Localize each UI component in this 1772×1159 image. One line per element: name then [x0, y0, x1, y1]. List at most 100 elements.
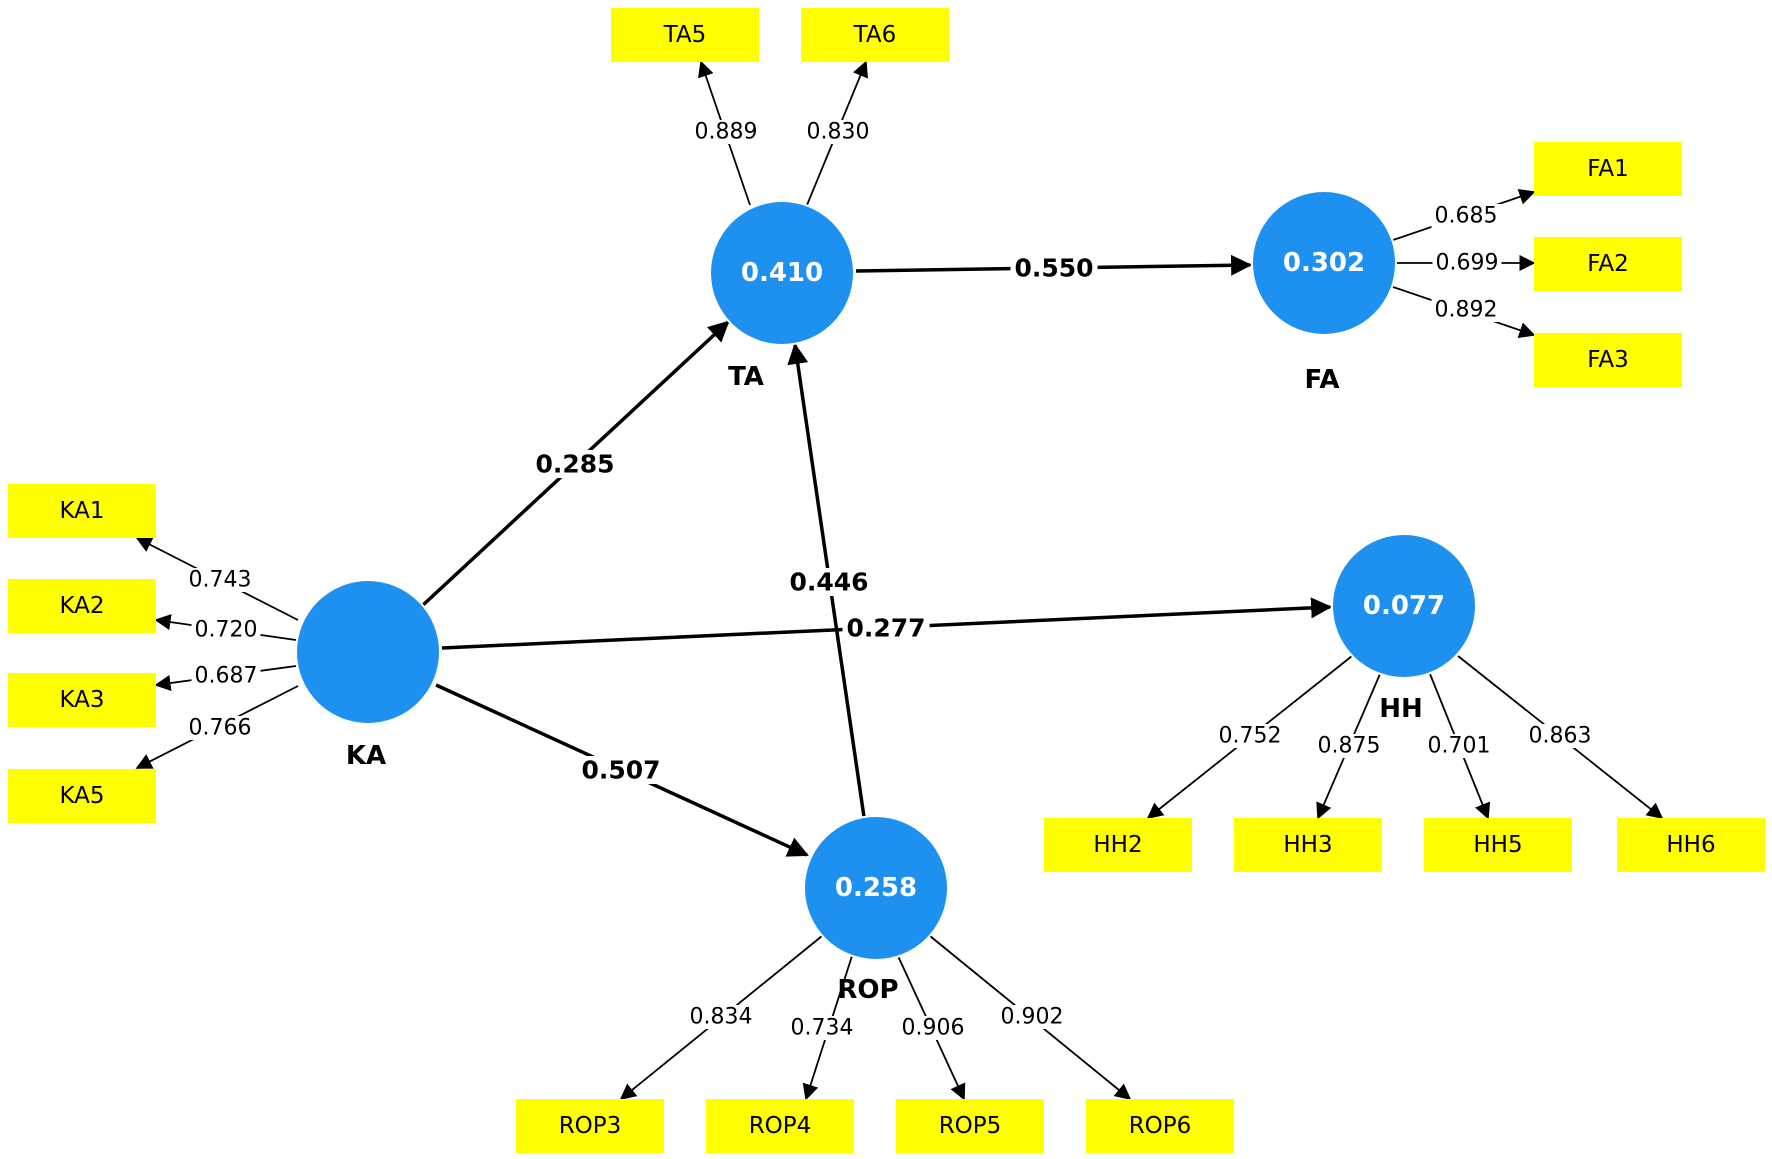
loading-value-ka2-group: 0.720 — [191, 618, 261, 643]
loading-value-ka5-background — [185, 716, 255, 740]
indicator-label: KA2 — [59, 593, 104, 619]
loading-value-ta5-group: 0.889 — [691, 120, 761, 145]
construct-name: KA — [346, 741, 386, 771]
path-coef-ka-ta-background — [531, 450, 619, 478]
loading-value-ka3-group: 0.687 — [191, 664, 261, 689]
construct-r-squared: 0.258 — [835, 873, 917, 903]
path-coef-ka-ta-group: 0.285 — [531, 450, 619, 479]
construct-r-squared: 0.410 — [741, 258, 823, 288]
indicator-box — [8, 579, 156, 633]
indicator-rop6: ROP6 — [1086, 1099, 1234, 1153]
loading-value-fa2-background — [1432, 251, 1502, 275]
indicator-ka2: KA2 — [8, 579, 156, 633]
indicator-box — [8, 484, 156, 538]
indicator-label: HH3 — [1283, 832, 1332, 858]
indicator-label: FA3 — [1587, 347, 1629, 373]
indicator-box — [1534, 142, 1682, 196]
loading-value-hh5-group: 0.701 — [1424, 734, 1494, 759]
loading-value-rop6-group: 0.902 — [997, 1005, 1067, 1030]
construct-circle — [709, 200, 855, 346]
loading-value-rop6-background — [997, 1005, 1067, 1029]
construct-name: HH — [1379, 694, 1423, 724]
loading-value-hh6-group: 0.863 — [1525, 724, 1595, 749]
indicator-fa2: FA2 — [1534, 237, 1682, 291]
construct-name: ROP — [837, 975, 898, 1005]
loading-value-fa3-background — [1431, 298, 1501, 322]
indicator-ta6: TA6 — [801, 8, 949, 62]
path-coef-ta-fa-group: 0.550 — [1010, 254, 1098, 283]
indicator-hh2: HH2 — [1044, 818, 1192, 872]
indicator-ka5: KA5 — [8, 769, 156, 823]
indicator-label: TA6 — [853, 22, 897, 48]
indicator-rop4: ROP4 — [706, 1099, 854, 1153]
loading-value-hh3-background — [1314, 734, 1384, 758]
loading-value-hh6: 0.863 — [1529, 724, 1592, 749]
indicator-box — [1234, 818, 1382, 872]
loading-value-rop6: 0.902 — [1001, 1005, 1064, 1030]
path-coef-ta-fa-background — [1010, 254, 1098, 282]
path-coef-ka-rop: 0.507 — [581, 756, 660, 785]
loading-value-ka5: 0.766 — [189, 716, 252, 741]
path-coef-ka-rop-group: 0.507 — [577, 756, 665, 785]
loading-value-rop5-background — [898, 1016, 968, 1040]
loading-value-ta5-background — [691, 120, 761, 144]
indicator-label: HH2 — [1093, 832, 1142, 858]
indicator-label: KA5 — [59, 783, 104, 809]
loading-value-hh3: 0.875 — [1318, 734, 1381, 759]
construct-r-squared: 0.077 — [1363, 591, 1445, 621]
indicator-box — [1617, 818, 1765, 872]
path-coef-ka-hh: 0.277 — [846, 614, 925, 643]
path-coef-ka-rop-background — [577, 756, 665, 784]
construct-circle — [1251, 190, 1397, 336]
loading-value-hh5: 0.701 — [1428, 734, 1491, 759]
loading-value-ka3: 0.687 — [195, 664, 258, 689]
loading-value-rop5: 0.906 — [902, 1016, 965, 1041]
loading-value-rop4: 0.734 — [791, 1016, 854, 1041]
construct-name: TA — [728, 362, 764, 392]
indicator-fa1: FA1 — [1534, 142, 1682, 196]
loading-value-ka1-background — [185, 568, 255, 592]
indicator-ka1: KA1 — [8, 484, 156, 538]
indicator-hh6: HH6 — [1617, 818, 1765, 872]
construct-r-squared: 0.302 — [1283, 248, 1365, 278]
loading-value-rop5-group: 0.906 — [898, 1016, 968, 1041]
construct-circle — [1331, 533, 1477, 679]
path-coef-ka-ta: 0.285 — [535, 450, 614, 479]
indicator-box — [611, 8, 759, 62]
indicator-label: ROP4 — [749, 1113, 812, 1139]
loading-value-ta6-background — [803, 120, 873, 144]
loading-value-hh2: 0.752 — [1219, 724, 1282, 749]
indicator-label: HH5 — [1473, 832, 1522, 858]
path-coef-ka-hh-group: 0.277 — [842, 614, 930, 643]
indicator-box — [8, 769, 156, 823]
loading-value-fa2-group: 0.699 — [1432, 251, 1502, 276]
loading-value-ka2-background — [191, 618, 261, 642]
loading-value-hh3-group: 0.875 — [1314, 734, 1384, 759]
path-coef-rop-ta-background — [785, 568, 873, 596]
indicator-box — [1424, 818, 1572, 872]
indicator-ka3: KA3 — [8, 673, 156, 727]
indicator-label: KA3 — [59, 687, 104, 713]
indicator-box — [1534, 237, 1682, 291]
loading-value-ka5-group: 0.766 — [185, 716, 255, 741]
indicator-label: ROP3 — [559, 1113, 622, 1139]
indicator-rop5: ROP5 — [896, 1099, 1044, 1153]
loading-value-hh2-group: 0.752 — [1215, 724, 1285, 749]
loading-value-ka3-background — [191, 664, 261, 688]
loading-value-ta6-group: 0.830 — [803, 120, 873, 145]
indicator-label: KA1 — [59, 498, 104, 524]
loading-value-hh5-background — [1424, 734, 1494, 758]
indicator-label: ROP6 — [1129, 1113, 1192, 1139]
indicator-label: FA1 — [1587, 156, 1629, 182]
indicator-box — [801, 8, 949, 62]
loading-value-fa1-group: 0.685 — [1431, 204, 1501, 229]
loading-value-rop3-group: 0.834 — [686, 1005, 756, 1030]
indicator-box — [896, 1099, 1044, 1153]
construct-circle — [295, 579, 441, 725]
